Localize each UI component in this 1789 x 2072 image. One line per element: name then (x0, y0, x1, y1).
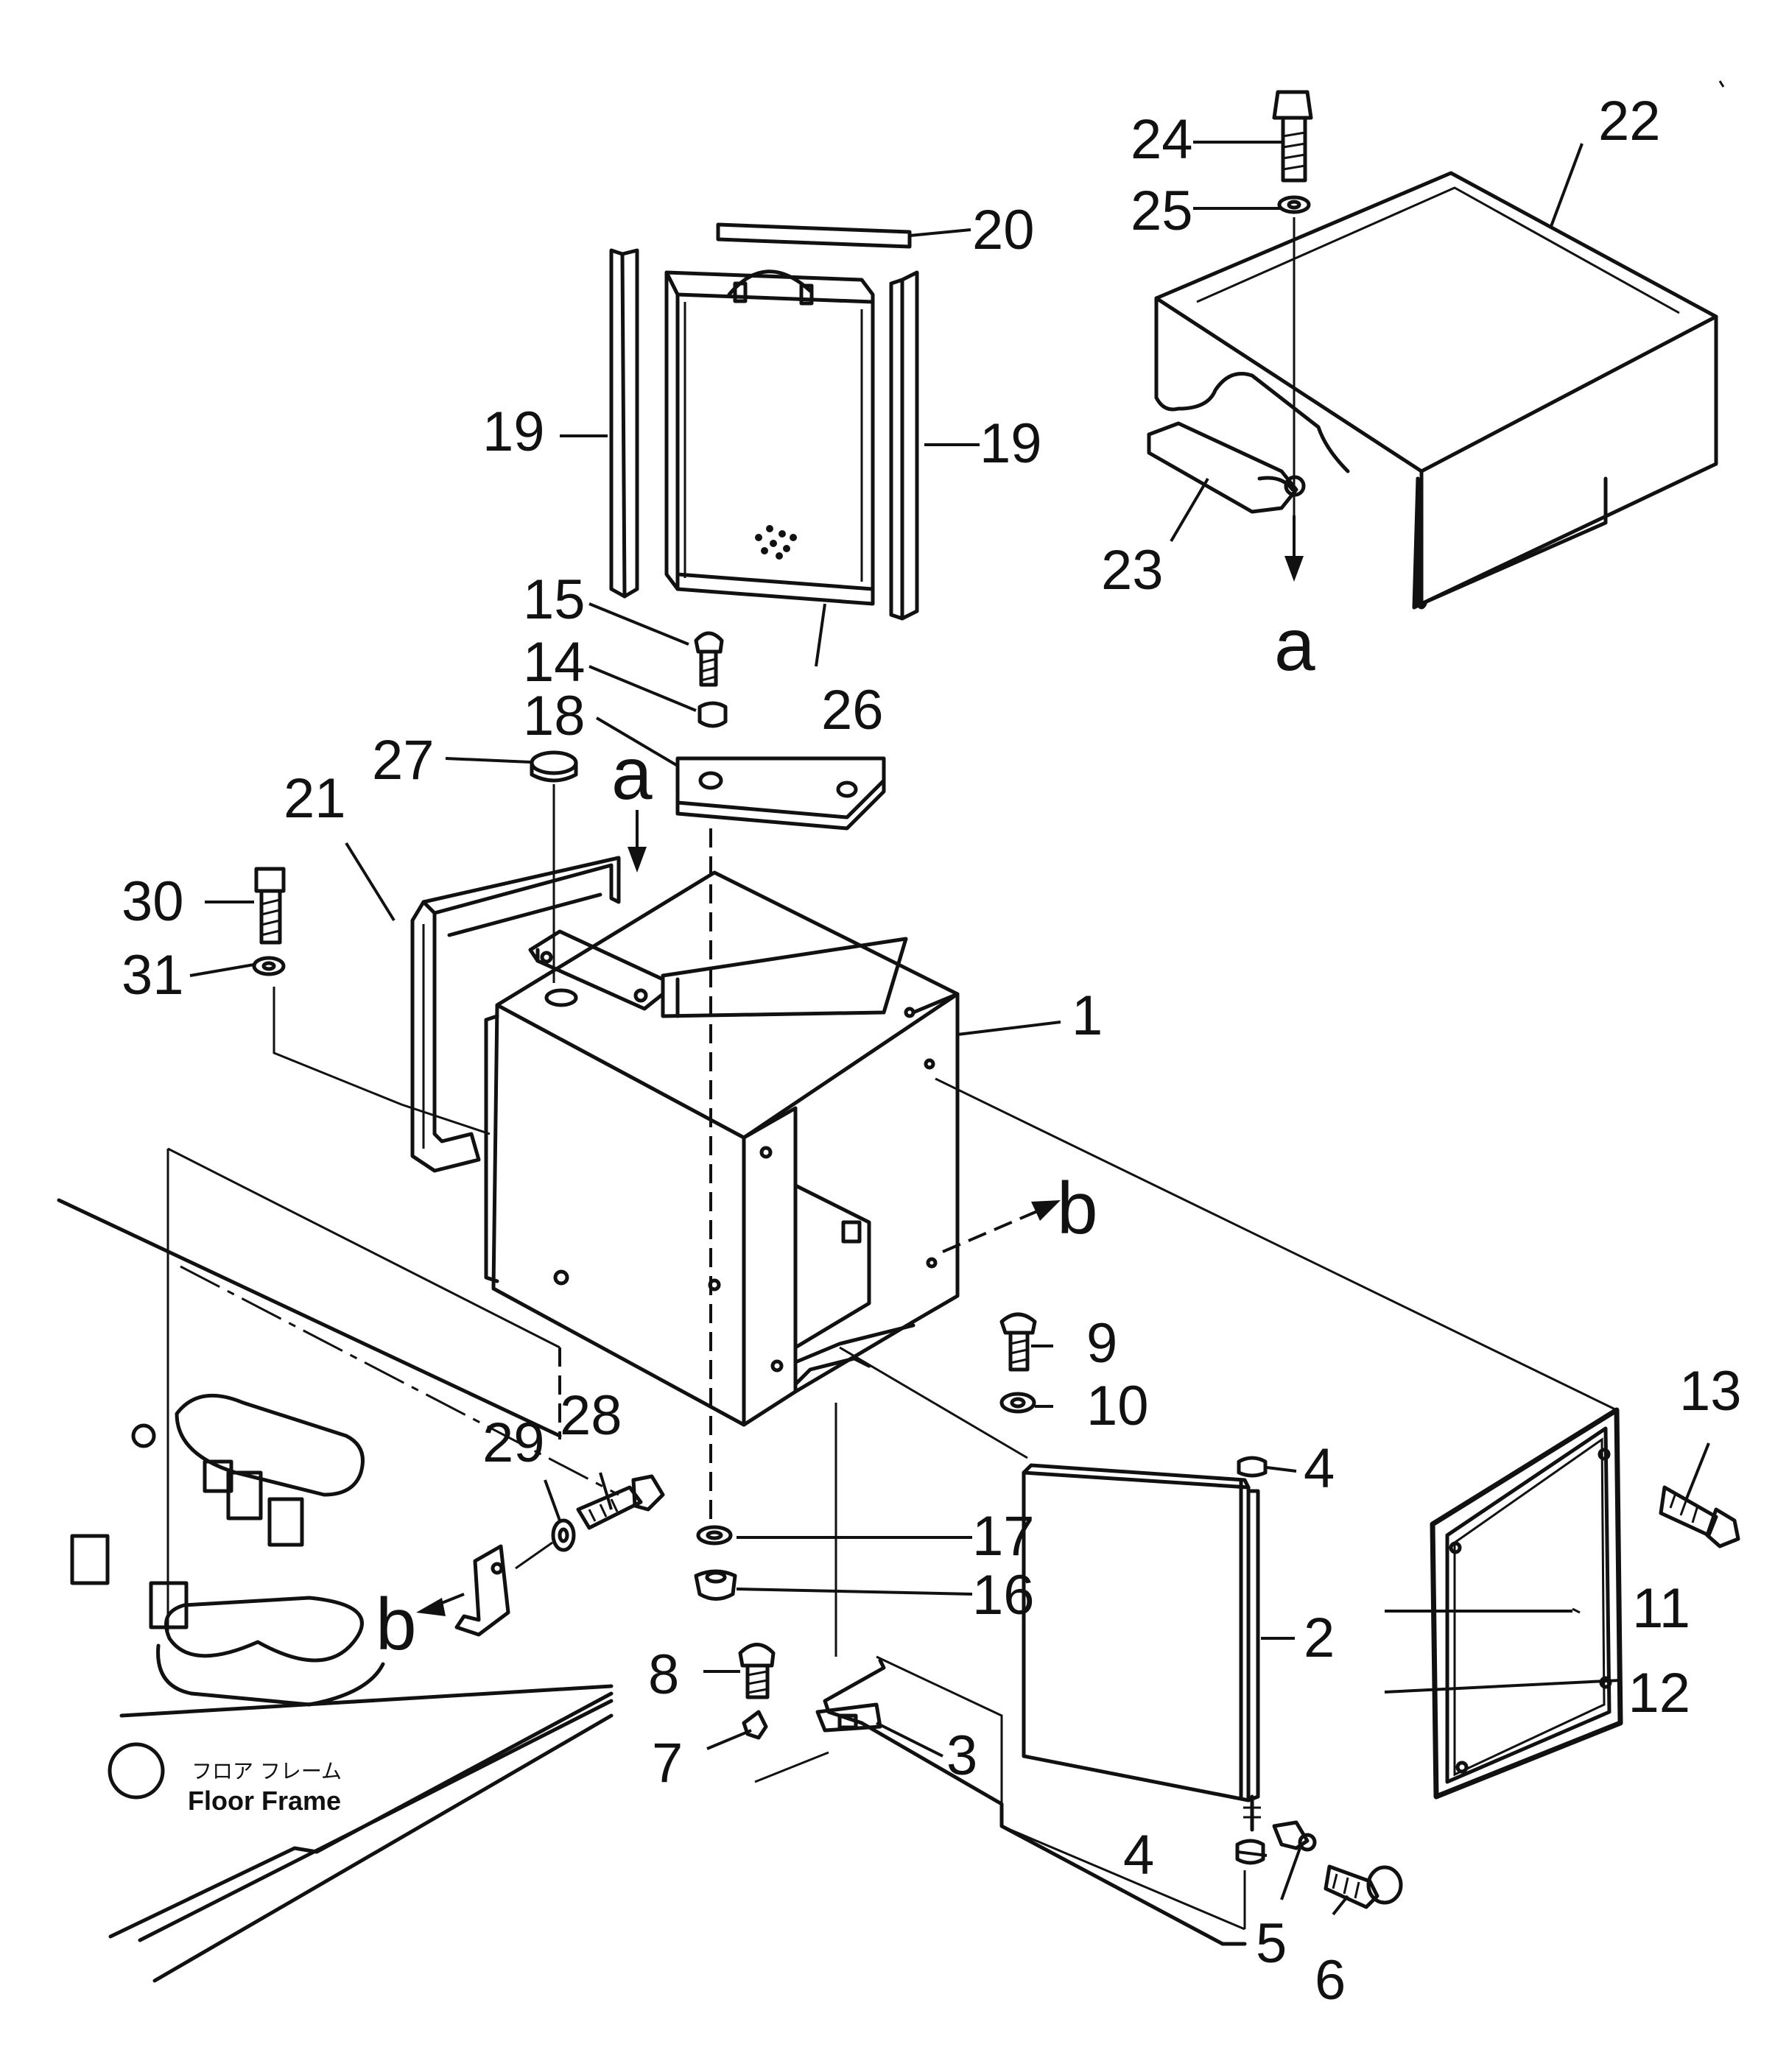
top-bar-part-20 (716, 222, 912, 249)
bolt-part-28 (576, 1474, 665, 1530)
arrow-b-right-line (942, 1206, 1047, 1253)
hinge-nut-part-4-bottom (1235, 1839, 1265, 1865)
floor-boss-group (70, 1459, 304, 1629)
bracket-part-a (528, 929, 665, 1011)
callout-17: 17 (972, 1505, 1035, 1568)
callout-16: 16 (972, 1564, 1035, 1627)
callout-15: 15 (523, 568, 586, 631)
callout-28: 28 (560, 1384, 622, 1447)
callout-27: 27 (372, 729, 435, 792)
bracket-part-b (454, 1544, 510, 1637)
glass-part-11-seal-part-12 (1430, 1407, 1623, 1800)
bolt-part-30 (254, 867, 286, 945)
bolt-part-15 (694, 631, 724, 687)
plate-part-18 (675, 756, 886, 831)
tray-part-22 (1154, 171, 1718, 610)
callout-24: 24 (1131, 108, 1193, 171)
main-box-part-1 (484, 870, 960, 1427)
callout-26: 26 (821, 679, 884, 741)
assembly-line-window (935, 1077, 1617, 1412)
callout-21: 21 (284, 767, 346, 830)
door-part-2 (1022, 1463, 1261, 1832)
arrow-b-right-head (1031, 1200, 1061, 1221)
vent-holes (755, 525, 797, 560)
cap-part-27 (530, 750, 578, 783)
assembly-line-9 (839, 1346, 1028, 1459)
assembly-line-28 (515, 1541, 553, 1570)
view-marker-b-right: b (1057, 1167, 1098, 1250)
arrow-a-center-head (628, 847, 647, 873)
arrow-a-top-head (1284, 556, 1304, 582)
view-marker-a-top: a (1274, 604, 1315, 686)
callout-4-top: 4 (1304, 1437, 1335, 1500)
callout-4-bottom: 4 (1123, 1824, 1154, 1886)
hinge-nut-part-4-top (1237, 1456, 1268, 1478)
legend-english: Floor Frame (188, 1786, 341, 1816)
bracket-plate (823, 1658, 1247, 1946)
callout-9: 9 (1086, 1312, 1117, 1375)
callout-13: 13 (1679, 1360, 1742, 1423)
side-strip-part-19-right (889, 270, 919, 621)
callout-2: 2 (1304, 1607, 1335, 1669)
clip-part-7 (742, 1710, 768, 1740)
callout-29: 29 (482, 1412, 545, 1474)
bracket-part-3 (815, 1702, 882, 1733)
washer-part-10 (999, 1392, 1036, 1414)
washer-part-25 (1277, 195, 1311, 214)
callout-12: 12 (1628, 1662, 1690, 1724)
washer-part-31 (252, 956, 286, 976)
bolt-part-9 (999, 1312, 1037, 1372)
callout-14: 14 (523, 631, 586, 694)
callout-19-left: 19 (482, 401, 545, 463)
panel-part-26 (664, 269, 875, 606)
assembly-line-4 (1001, 1825, 1246, 1931)
view-markers: a a b b (376, 604, 1315, 1666)
legend-circle-symbol (108, 1742, 165, 1800)
nut-part-16 (694, 1569, 737, 1601)
bolt-part-6 (1324, 1864, 1403, 1909)
callout-5: 5 (1256, 1912, 1287, 1975)
callout-19-right: 19 (980, 412, 1042, 475)
assembly-line-30 (273, 987, 491, 1135)
bracket-guide (754, 1655, 1003, 1826)
callout-numbers: 1 2 3 4 4 5 6 7 8 9 10 11 12 13 14 15 16… (122, 90, 1742, 2012)
bolt-part-8 (738, 1643, 776, 1699)
callout-25: 25 (1131, 180, 1193, 242)
floor-frame (57, 1147, 619, 1983)
legend: フロア フレーム Floor Frame (108, 1742, 342, 1816)
callout-20: 20 (972, 199, 1035, 261)
view-marker-b-left: b (376, 1583, 417, 1666)
arrow-b-left-head (416, 1598, 446, 1616)
callout-7: 7 (652, 1732, 683, 1794)
view-marker-a-center: a (611, 733, 653, 815)
callout-11: 11 (1632, 1577, 1690, 1640)
bolt-part-13 (1659, 1485, 1740, 1548)
clamp-part-23 (1147, 421, 1306, 514)
stray-mark (1718, 80, 1725, 88)
leader-lines (189, 141, 1710, 1916)
side-strip-part-19-left (609, 248, 639, 599)
legend-japanese: フロア フレーム (191, 1759, 342, 1783)
callout-18: 18 (523, 685, 586, 747)
callout-10: 10 (1086, 1375, 1149, 1437)
callout-31: 31 (122, 944, 184, 1007)
washer-part-17 (696, 1525, 733, 1546)
callout-8: 8 (648, 1643, 679, 1706)
clip-part-5 (1272, 1820, 1317, 1852)
callout-23: 23 (1101, 539, 1164, 602)
callout-30: 30 (122, 870, 184, 933)
washer-part-14 (697, 701, 728, 728)
bolt-part-24 (1272, 90, 1313, 183)
callout-6: 6 (1315, 1949, 1346, 2012)
callout-22: 22 (1598, 90, 1661, 152)
washer-part-29 (551, 1518, 576, 1552)
callout-3: 3 (946, 1724, 977, 1787)
callout-1: 1 (1072, 984, 1103, 1047)
